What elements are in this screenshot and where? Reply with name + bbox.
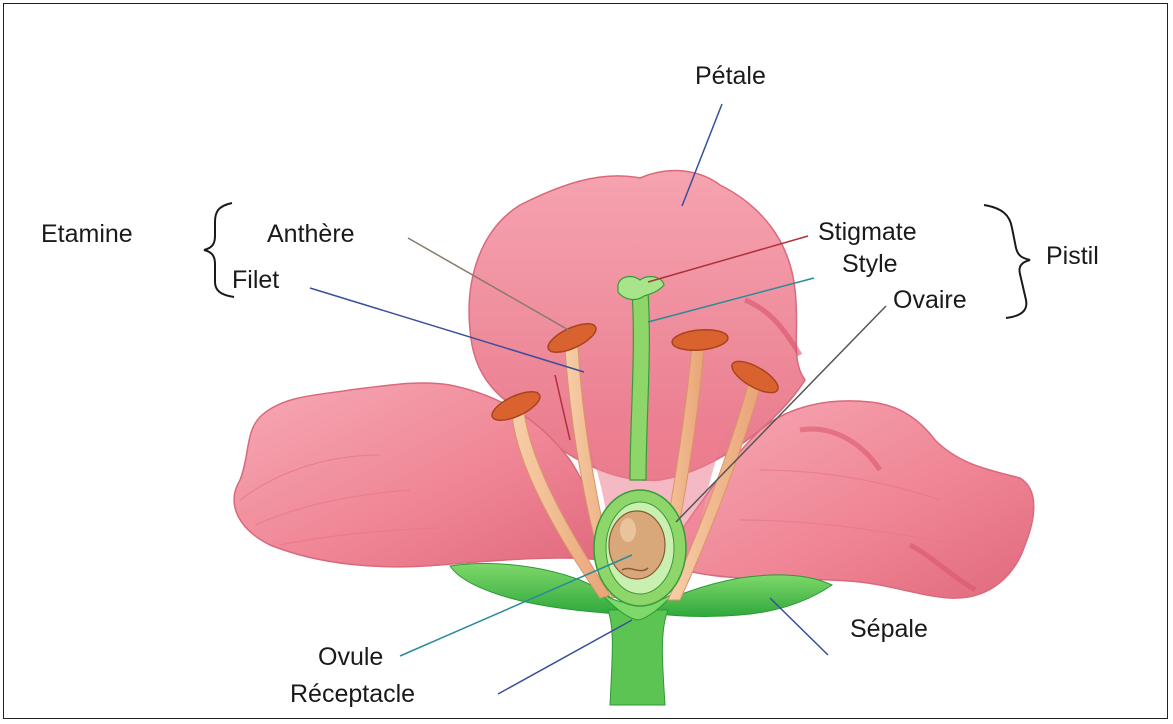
label-ovaire: Ovaire <box>893 286 967 314</box>
label-anthere: Anthère <box>267 220 355 248</box>
label-pistil: Pistil <box>1046 242 1099 270</box>
pistil-brace <box>984 205 1030 318</box>
label-etamine: Etamine <box>41 220 133 248</box>
style <box>630 292 649 480</box>
label-style: Style <box>842 250 898 278</box>
etamine-brace <box>204 203 234 297</box>
ovule <box>609 511 665 579</box>
label-sepale: Sépale <box>850 615 928 643</box>
label-ovule: Ovule <box>318 643 383 671</box>
label-petale: Pétale <box>695 62 766 90</box>
label-filet: Filet <box>232 266 279 294</box>
label-stigmate: Stigmate <box>818 218 917 246</box>
stem <box>608 610 668 705</box>
label-receptacle: Réceptacle <box>290 680 415 708</box>
